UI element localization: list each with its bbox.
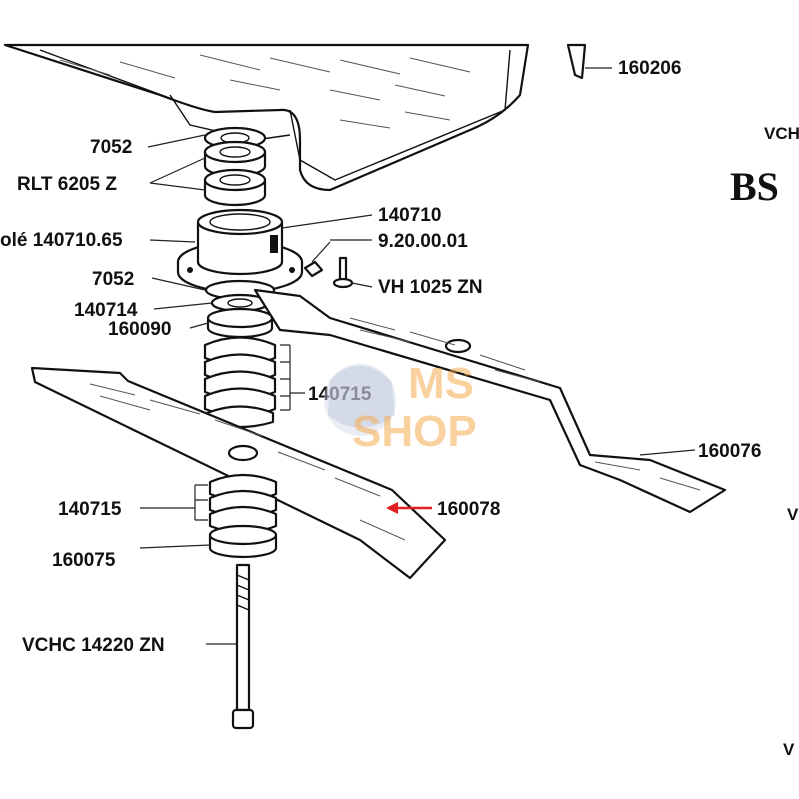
spacer-160090 <box>206 307 274 339</box>
bearing-rlt-6205z-upper <box>203 140 267 178</box>
blade-160078 <box>30 366 447 580</box>
spring-washers-140715-lower <box>208 473 278 534</box>
spring-washers-140715-upper <box>203 336 277 429</box>
ms-shop-watermark-logo: MS SHOP <box>324 359 477 456</box>
blade-160076 <box>253 288 727 514</box>
label-bs: BS <box>730 164 779 209</box>
label-140714: 140714 <box>74 300 138 321</box>
label-140710: 140710 <box>378 205 441 226</box>
leader-lines <box>139 134 696 645</box>
label-9-20-00-01: 9.20.00.01 <box>378 231 468 252</box>
watermark-shop: SHOP <box>352 407 477 456</box>
label-160076: 160076 <box>698 441 761 462</box>
label-vh-1025-zn: VH 1025 ZN <box>378 277 483 298</box>
label-140715-upper: 140715 <box>308 384 372 405</box>
label-vchc-14220-zn: VCHC 14220 ZN <box>22 635 165 656</box>
bolt-vh-1025-zn <box>332 256 354 289</box>
spindle-housing-140710 <box>176 208 304 294</box>
highlight-arrow-160078 <box>386 502 432 514</box>
label-160090: 160090 <box>108 319 171 340</box>
label-v-right: V <box>787 505 799 524</box>
mower-deck-housing <box>3 43 530 192</box>
label-7052-top: 7052 <box>90 137 132 158</box>
label-rlt-6205z: RLT 6205 Z <box>17 174 117 195</box>
label-140715-lower: 140715 <box>58 499 122 520</box>
grease-fitting-9-20-00-01 <box>303 241 331 278</box>
cup-washer-160075 <box>208 524 278 559</box>
label-140710-65: olé 140710.65 <box>0 230 123 251</box>
label-v-bottom: V <box>783 740 795 759</box>
label-160206: 160206 <box>618 58 681 79</box>
label-160075: 160075 <box>52 550 116 571</box>
part-160206-drawing <box>566 43 587 80</box>
label-160078: 160078 <box>437 499 500 520</box>
watermark-ms: MS <box>408 359 474 408</box>
label-vch-top: VCH <box>764 124 799 143</box>
label-7052-mid: 7052 <box>92 269 134 290</box>
bearing-rlt-6205z-lower <box>203 168 267 207</box>
bolt-vchc-14220-zn <box>231 563 255 730</box>
